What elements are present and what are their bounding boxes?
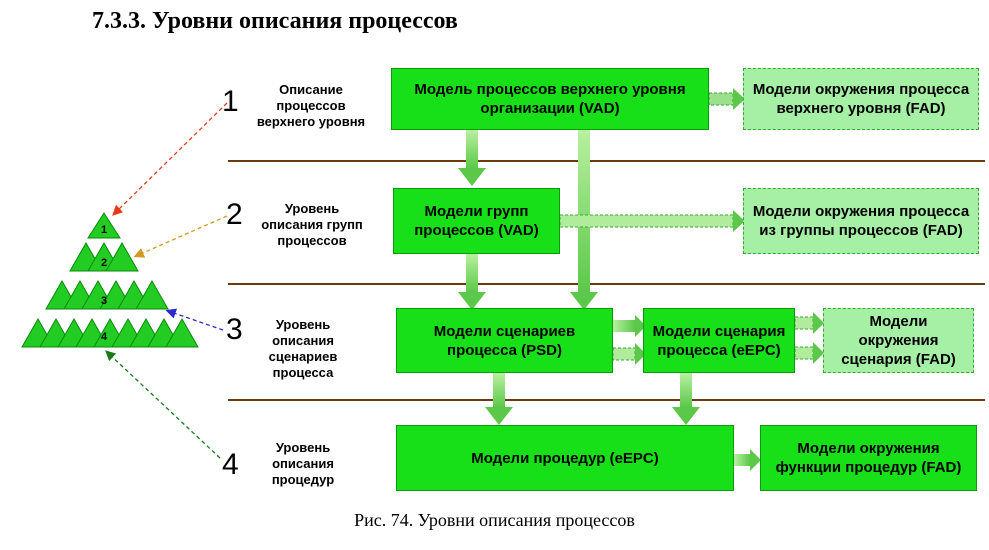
pyramid-label-2: 2	[101, 257, 107, 269]
arrow-eepc-to-fad-scenario-1	[794, 316, 814, 330]
arrow-psd-to-eepc	[613, 320, 635, 332]
arrow-vad-top-to-psd	[578, 130, 590, 292]
pointer-arrow-2	[133, 215, 228, 258]
arrow-psd-to-eepc-dashed	[612, 347, 636, 361]
separator-2	[228, 283, 985, 285]
pyramid-label-1: 1	[101, 224, 107, 236]
arrow-groups-to-psd	[466, 254, 478, 292]
separator-3	[228, 399, 985, 401]
fad-top-box: Модели окружения процесса верхнего уровн…	[743, 68, 979, 130]
down-arrows	[458, 130, 700, 425]
arrow-eepc-to-fad-scenario-2	[794, 346, 814, 360]
fad-procedures-box: Модели окружения функции процедур (FAD)	[760, 425, 977, 491]
vad-top-box: Модель процессов верхнего уровня организ…	[391, 68, 709, 130]
arrow-eepc-to-procedures	[680, 373, 692, 407]
psd-box: Модели сценариев процесса (PSD)	[396, 308, 613, 373]
arrow-psd-to-procedures	[493, 373, 505, 407]
pyramid-label-4: 4	[101, 331, 108, 343]
eepc-procedures-box: Модели процедур (eEPC)	[396, 425, 734, 491]
right-arrows	[559, 88, 824, 471]
level-number-4: 4	[222, 448, 239, 481]
pointer-arrow-1	[112, 102, 228, 216]
level-label-3: Уровень описания сценариев процесса	[268, 317, 338, 380]
fad-groups-box: Модели окружения процесса из группы проц…	[743, 188, 979, 254]
level-number-2: 2	[226, 198, 243, 231]
level-label-2: Уровень описания групп процессов	[261, 201, 363, 248]
level-number-3: 3	[226, 313, 243, 346]
level-number-1: 1	[222, 85, 239, 118]
pyramid: 1 2 3 4	[21, 212, 199, 348]
separator-1	[228, 160, 985, 162]
pyramid-label-3: 3	[101, 295, 107, 307]
arrow-groups-to-fad-groups	[559, 214, 734, 228]
vad-groups-box: Модели групп процессов (VAD)	[393, 188, 560, 254]
page-title: 7.3.3. Уровни описания процессов	[92, 8, 458, 34]
figure-caption: Рис. 74. Уровни описания процессов	[354, 510, 635, 530]
level-label-1: Описание процессов верхнего уровня	[256, 82, 366, 129]
arrow-procedures-to-fad	[734, 454, 750, 466]
level-label-4: Уровень описания процедур	[271, 440, 335, 487]
arrow-vad-top-to-groups	[466, 130, 478, 168]
fad-scenario-box: Модели окружения сценария (FAD)	[823, 308, 974, 373]
pointer-arrow-3	[165, 308, 224, 331]
arrow-vad-to-fad-top	[708, 92, 734, 106]
eepc-scenario-box: Модели сценария процесса (eEPC)	[643, 308, 795, 373]
pointer-arrow-4	[105, 350, 221, 459]
